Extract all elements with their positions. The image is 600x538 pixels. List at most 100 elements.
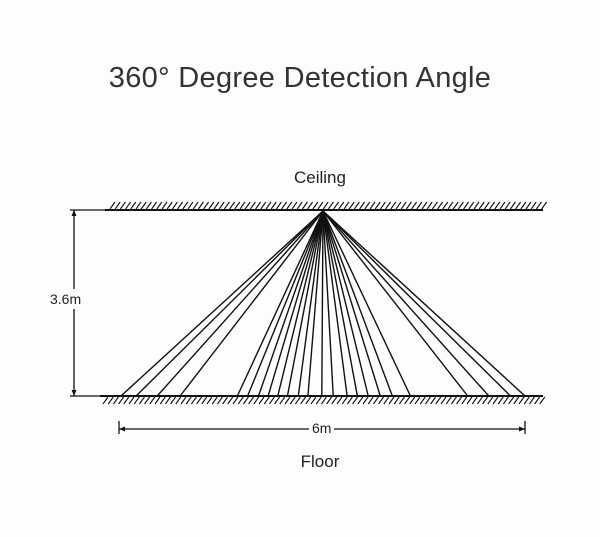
ceiling-hatch xyxy=(499,201,506,210)
ceiling-hatch xyxy=(187,201,194,210)
ceiling-hatch xyxy=(348,201,355,210)
arrow-down-icon xyxy=(71,390,77,396)
ceiling-hatch xyxy=(223,201,230,210)
floor-label: Floor xyxy=(300,452,340,471)
detection-beam xyxy=(246,210,324,397)
floor-hatch xyxy=(300,396,307,405)
ceiling-hatch xyxy=(400,201,407,210)
ceiling-hatch xyxy=(452,201,459,210)
floor-hatch xyxy=(461,396,468,405)
floor-hatch xyxy=(367,396,374,405)
detection-beam xyxy=(321,210,324,397)
floor-hatch xyxy=(513,396,520,405)
floor-hatch xyxy=(476,396,483,405)
floor-hatch xyxy=(393,396,400,405)
floor-hatch xyxy=(497,396,504,405)
ceiling-hatch xyxy=(296,201,303,210)
ceiling-hatch xyxy=(234,201,241,210)
detection-beam xyxy=(179,210,324,397)
floor-hatch xyxy=(180,396,187,405)
detection-beam xyxy=(135,210,324,397)
floor-hatch xyxy=(424,396,431,405)
ceiling-hatch xyxy=(437,201,444,210)
detection-beam xyxy=(322,210,412,397)
detection-beam xyxy=(322,210,393,397)
floor-hatch xyxy=(357,396,364,405)
floor-hatch xyxy=(248,396,255,405)
floor-hatch xyxy=(164,396,171,405)
floor-hatch xyxy=(534,396,541,405)
floor-hatch xyxy=(227,396,234,405)
ceiling-hatch xyxy=(307,201,314,210)
floor-hatch xyxy=(383,396,390,405)
floor-hatch xyxy=(144,396,151,405)
detection-beam xyxy=(322,210,348,397)
floor-hatch xyxy=(388,396,395,405)
ceiling-hatch xyxy=(177,201,184,210)
floor-hatch xyxy=(268,396,275,405)
ceiling-hatch xyxy=(182,201,189,210)
ceiling-hatch xyxy=(229,201,236,210)
ceiling-hatch xyxy=(260,201,267,210)
ceiling-hatch xyxy=(405,201,412,210)
ceiling-hatch xyxy=(395,201,402,210)
floor-hatch xyxy=(346,396,353,405)
height-dimension-label: 3.6m xyxy=(50,289,82,309)
floor-hatch xyxy=(352,396,359,405)
floor-hatch xyxy=(404,396,411,405)
floor-hatch xyxy=(450,396,457,405)
arrow-up-icon xyxy=(71,210,77,216)
floor-hatch xyxy=(263,396,270,405)
ceiling-hatch xyxy=(244,201,251,210)
ceiling-hatch xyxy=(156,201,163,210)
ceiling-hatch xyxy=(416,201,423,210)
floor-hatch xyxy=(211,396,218,405)
ceiling-hatch xyxy=(275,201,282,210)
ceiling-hatch xyxy=(421,201,428,210)
floor-hatch xyxy=(419,396,426,405)
floor-hatch xyxy=(320,396,327,405)
ceiling-label: Ceiling xyxy=(294,168,346,187)
floor-hatch xyxy=(398,396,405,405)
ceiling-hatch xyxy=(203,201,210,210)
floor-hatch xyxy=(274,396,281,405)
ceiling-hatch xyxy=(478,201,485,210)
ceiling-hatch xyxy=(338,201,345,210)
floor-hatch xyxy=(196,396,203,405)
floor-hatch xyxy=(305,396,312,405)
ceiling-hatch xyxy=(171,201,178,210)
ceiling-hatch xyxy=(390,201,397,210)
ceiling-hatch xyxy=(525,201,532,210)
floor-hatch xyxy=(253,396,260,405)
floor-hatch xyxy=(310,396,317,405)
ceiling-hatch xyxy=(442,201,449,210)
ceiling-hatch xyxy=(426,201,433,210)
floor-hatch xyxy=(289,396,296,405)
width-dimension-label: 6m xyxy=(309,420,335,436)
floor-hatch xyxy=(378,396,385,405)
detection-beam xyxy=(120,210,324,397)
ceiling-hatch xyxy=(270,201,277,210)
ceiling-hatch xyxy=(161,201,168,210)
ceiling-hatch xyxy=(374,201,381,210)
ceiling-hatch xyxy=(255,201,262,210)
ceiling-hatch xyxy=(312,201,319,210)
detection-beam xyxy=(236,210,324,397)
arrow-left-icon xyxy=(119,426,125,432)
ceiling-hatch xyxy=(447,201,454,210)
floor-hatch xyxy=(133,396,140,405)
floor-hatch xyxy=(409,396,416,405)
floor-hatch xyxy=(170,396,177,405)
floor-hatch xyxy=(508,396,515,405)
ceiling-hatch xyxy=(140,201,147,210)
ceiling-hatch xyxy=(385,201,392,210)
floor-hatch xyxy=(414,396,421,405)
ceiling-hatch xyxy=(504,201,511,210)
ceiling-hatch xyxy=(431,201,438,210)
detection-beam xyxy=(286,210,324,397)
floor-hatch xyxy=(118,396,125,405)
ceiling-hatch xyxy=(166,201,173,210)
ceiling-hatch xyxy=(281,201,288,210)
ceiling-hatch xyxy=(145,201,152,210)
